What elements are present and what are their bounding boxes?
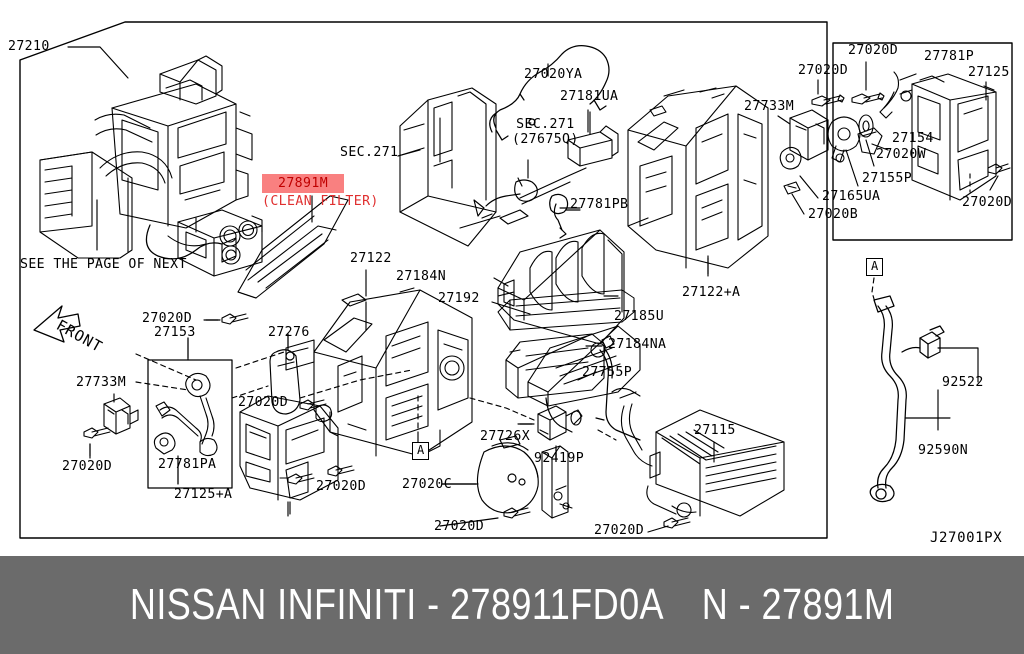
footer-text: NISSAN INFINITI - 278911FD0A N - 27891M — [130, 580, 894, 630]
callout-27153: 27153 — [154, 325, 196, 340]
callout-27125: 27125 — [968, 65, 1010, 80]
callout-27020D-f: 27020D — [238, 395, 289, 410]
callout-27020B: 27020B — [808, 207, 859, 222]
callout-27210: 27210 — [8, 39, 50, 54]
callout-27020W: 27020W — [876, 147, 927, 162]
callout-27781PA: 27781PA — [158, 457, 217, 472]
callout-92419P: 92419P — [534, 451, 585, 466]
callout-27020D-g: 27020D — [316, 479, 367, 494]
callout-27781P: 27781P — [924, 49, 975, 64]
note-see-next: SEE THE PAGE OF NEXT — [20, 257, 187, 272]
callout-27020D-a: 27020D — [798, 63, 849, 78]
footer-part-ref: N - 27891M — [701, 580, 895, 629]
callout-27020D-d: 27020D — [142, 311, 193, 326]
callout-27185U: 27185U — [614, 309, 665, 324]
callout-27192: 27192 — [438, 291, 480, 306]
callout-27125+A: 27125+A — [174, 487, 233, 502]
callout-27122+A: 27122+A — [682, 285, 741, 300]
ref-marker-a-hose[interactable]: A — [866, 258, 884, 276]
callout-27181UA: 27181UA — [560, 89, 619, 104]
callout-27755P: 27755P — [582, 365, 633, 380]
callout-27733M-right: 27733M — [744, 99, 795, 114]
section-ref-label: SEC.271 — [516, 117, 575, 132]
callout-27155P: 27155P — [862, 171, 913, 186]
callout-27733M-left: 27733M — [76, 375, 127, 390]
callout-27184N: 27184N — [396, 269, 447, 284]
section-ref-sec271-27675q: SEC.271 (27675Q) — [512, 117, 579, 148]
ref-marker-a-main[interactable]: A — [412, 442, 430, 460]
section-ref-sec271: SEC.271 — [340, 145, 399, 160]
callout-27154: 27154 — [892, 131, 934, 146]
callout-27020C: 27020C — [402, 477, 453, 492]
callout-92522: 92522 — [942, 375, 984, 390]
callout-27020YA: 27020YA — [524, 67, 583, 82]
callout-27781PB: 27781PB — [570, 197, 629, 212]
footer-brand-part: NISSAN INFINITI - 278911FD0A — [129, 580, 664, 629]
highlight-part-number: 27891M — [262, 174, 345, 193]
highlight-clean-filter[interactable]: 27891M (CLEAN FILTER) — [262, 172, 379, 209]
callout-27020D-b: 27020D — [848, 43, 899, 58]
section-ref-sub: (27675Q) — [512, 131, 579, 147]
callout-27020D-e: 27020D — [62, 459, 113, 474]
callout-27276: 27276 — [268, 325, 310, 340]
callout-27115: 27115 — [694, 423, 736, 438]
diagram-id-code: J27001PX — [930, 530, 1003, 546]
callout-27020D-i: 27020D — [594, 523, 645, 538]
callout-92590N: 92590N — [918, 443, 969, 458]
callout-27020D-c: 27020D — [962, 195, 1013, 210]
callout-27020D-h: 27020D — [434, 519, 485, 534]
highlight-description: (CLEAN FILTER) — [262, 194, 379, 209]
footer-banner: NISSAN INFINITI - 278911FD0A N - 27891M — [0, 556, 1024, 654]
callout-27165UA: 27165UA — [822, 189, 881, 204]
callout-27726X: 27726X — [480, 429, 531, 444]
callout-27122: 27122 — [350, 251, 392, 266]
callout-27184NA: 27184NA — [608, 337, 667, 352]
